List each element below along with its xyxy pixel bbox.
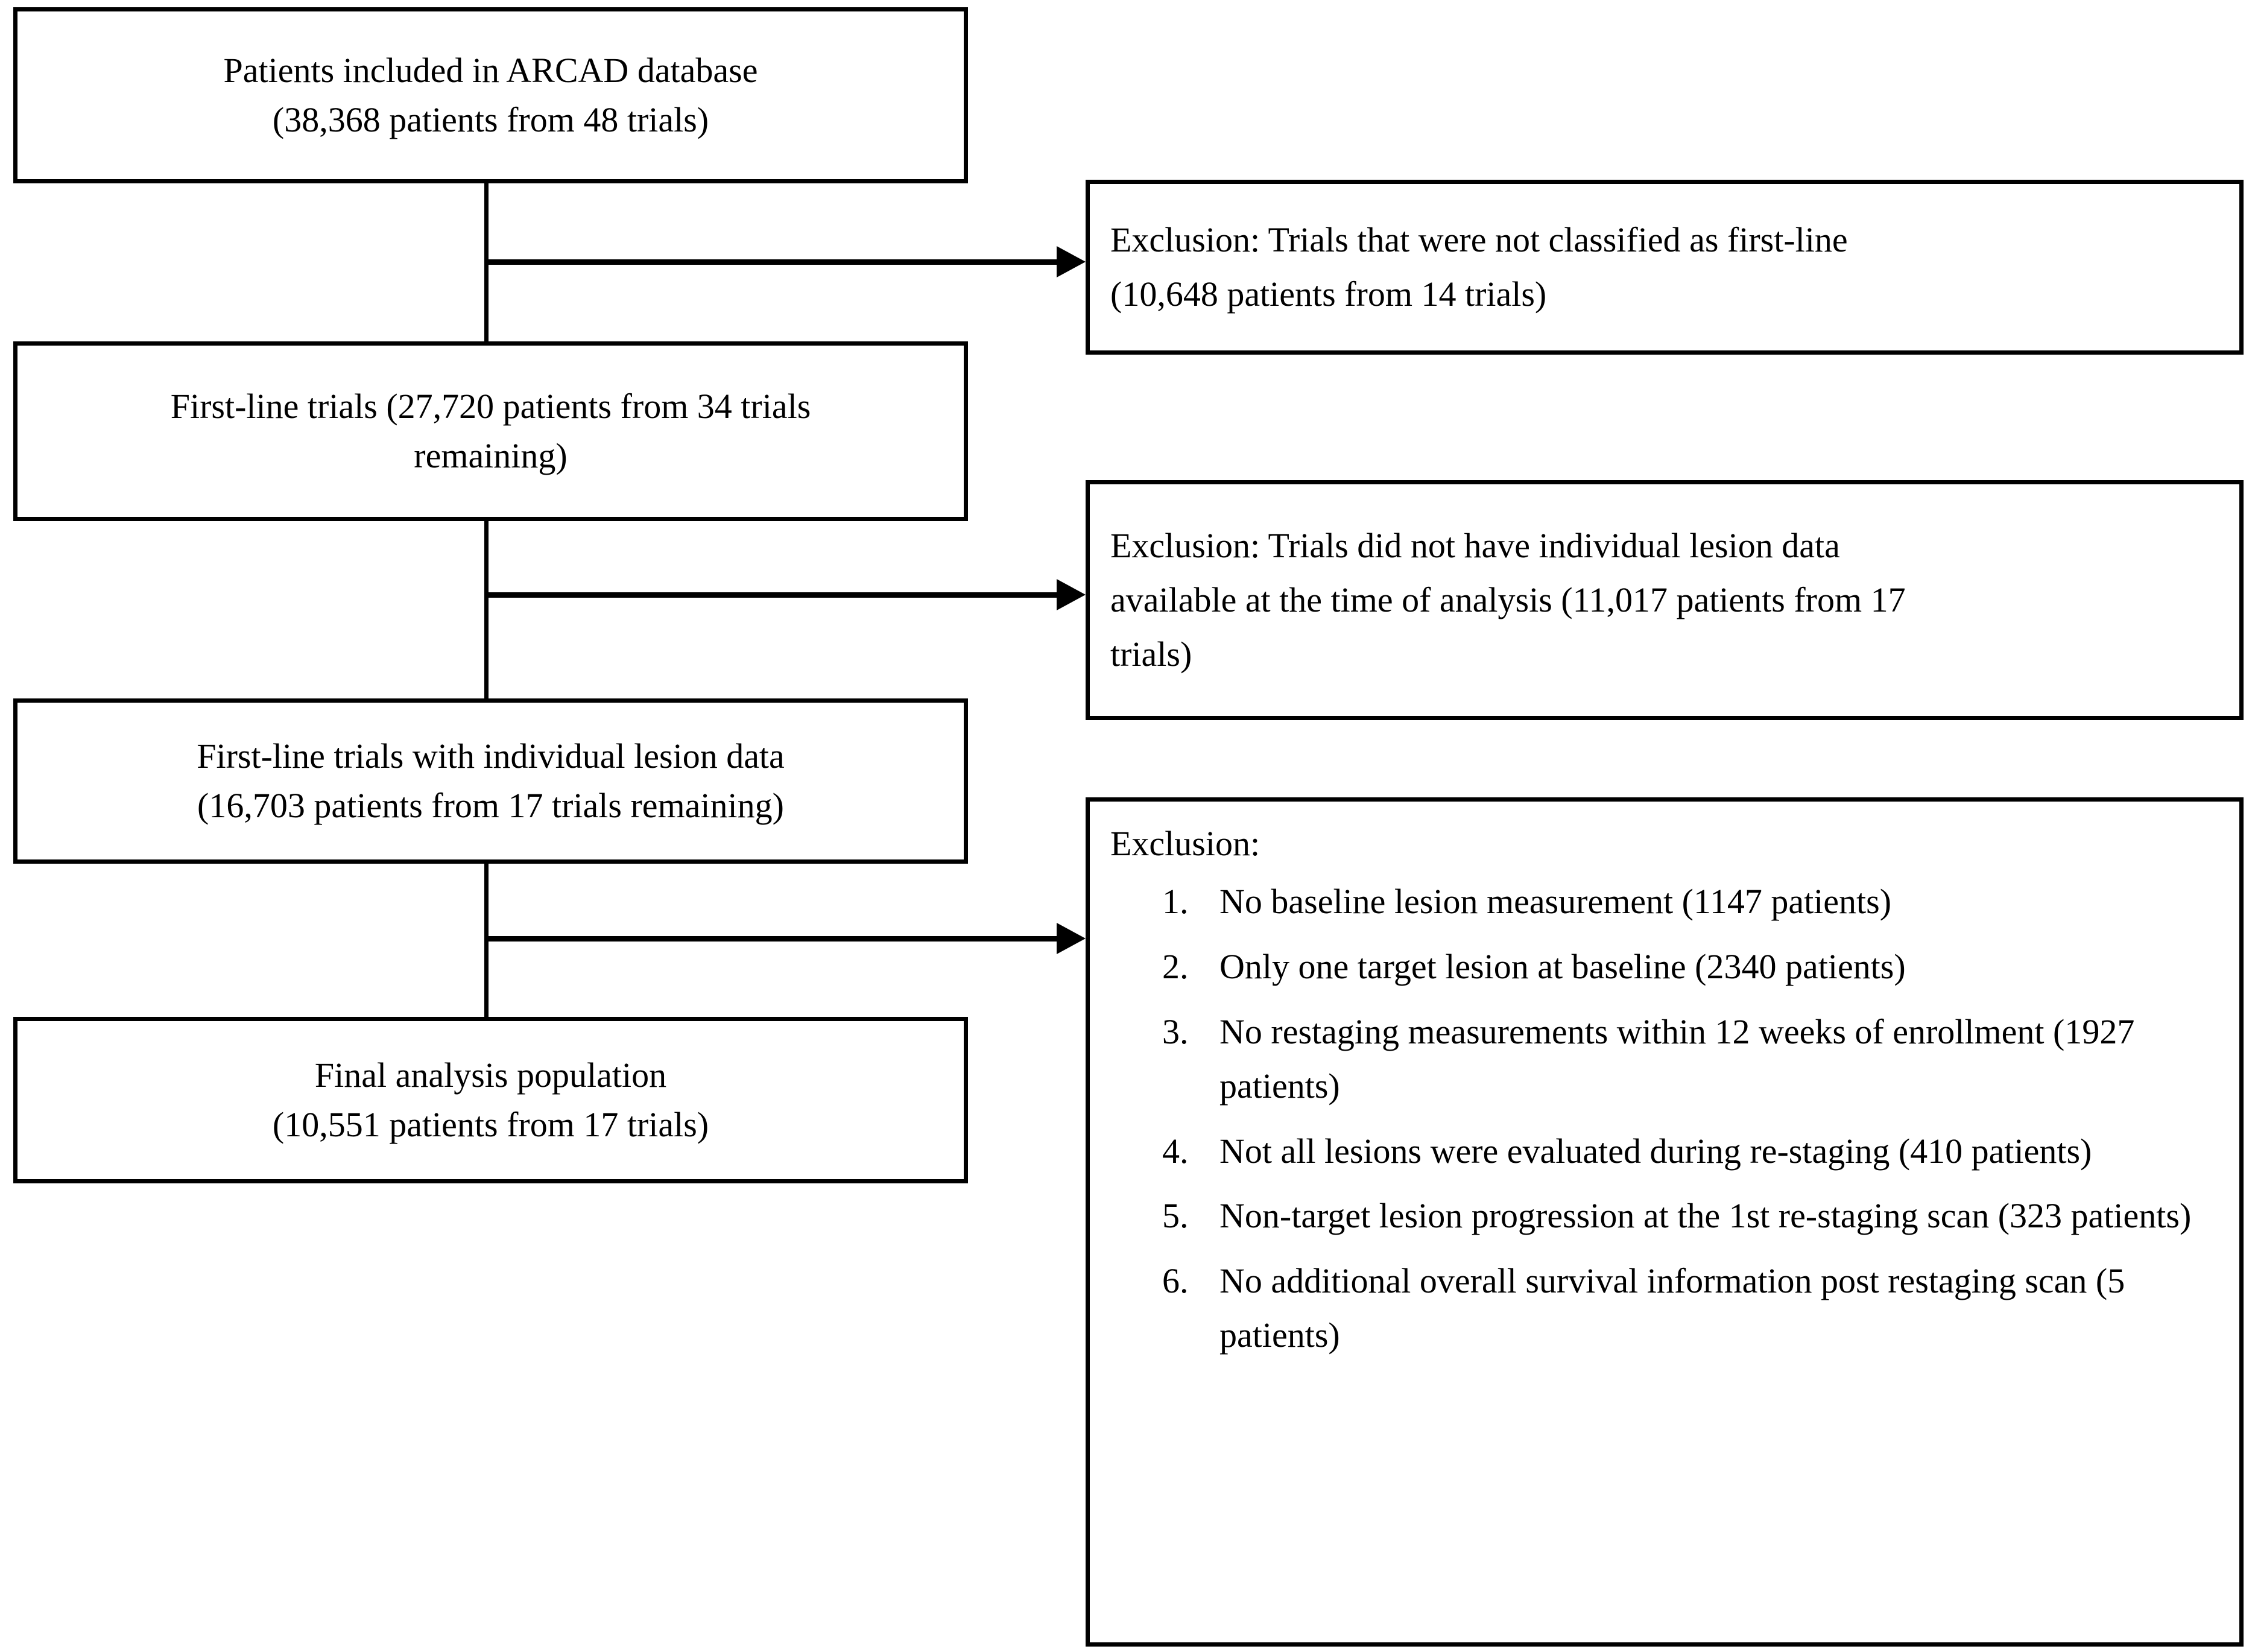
exclusion-reason-item: 3. No restaging measurements within 12 we… (1090, 1005, 2239, 1124)
node-source-population: Patients included in ARCAD database (38,… (13, 7, 968, 183)
exclusion-reason-text: No additional overall survival informati… (1219, 1261, 2125, 1355)
connector-trunk-2 (484, 521, 489, 698)
exclusion-reason-text: No restaging measurements within 12 week… (1219, 1011, 2135, 1106)
exclusion-reason-number: 5. (1162, 1196, 1189, 1236)
arrow-head-2 (1057, 579, 1086, 610)
exclusion-reason-number: 2. (1162, 946, 1189, 986)
node-lesion-line-2: (16,703 patients from 17 trials remainin… (197, 786, 784, 825)
exclusion-not-first-line-box: Exclusion: Trials that were not classifi… (1086, 180, 2244, 355)
connector-branch-1 (484, 259, 1058, 265)
exclusion-reason-item: 4. Not all lesions were evaluated during … (1090, 1124, 2239, 1189)
exclusion-reason-text: No baseline lesion measurement (1147 pat… (1219, 882, 1892, 921)
arrow-head-1 (1057, 246, 1086, 277)
exclusion-reason-list: 1. No baseline lesion measurement (1147 p… (1090, 875, 2239, 1373)
exclusion-reason-item: 6. No additional overall survival informa… (1090, 1254, 2239, 1373)
connector-branch-3 (484, 936, 1058, 942)
exclusion-no-lesion-data-line-2: available at the time of analysis (11,01… (1110, 580, 1906, 620)
node-lesion-line-1: First-line trials with individual lesion… (197, 736, 785, 776)
arrow-head-3 (1057, 923, 1086, 954)
exclusion-reason-item: 5. Non-target lesion progression at the 1… (1090, 1189, 2239, 1254)
exclusion-final-list-box: Exclusion: 1. No baseline lesion measurem… (1086, 797, 2244, 1647)
exclusion-final-heading: Exclusion: (1110, 824, 1260, 863)
exclusion-no-lesion-data-line-3: trials) (1110, 634, 1192, 674)
connector-branch-2 (484, 592, 1058, 598)
node-final-analysis-population: Final analysis population (10,551 patien… (13, 1017, 968, 1183)
exclusion-no-lesion-data-box: Exclusion: Trials did not have individua… (1086, 480, 2244, 720)
exclusion-reason-number: 1. (1162, 882, 1189, 921)
node-first-line-trials: First-line trials (27,720 patients from … (13, 341, 968, 521)
exclusion-not-first-line-line-1: Exclusion: Trials that were not classifi… (1110, 220, 1848, 260)
node-final-line-1: Final analysis population (314, 1055, 667, 1095)
exclusion-reason-number: 3. (1162, 1011, 1189, 1051)
exclusion-reason-number: 6. (1162, 1261, 1189, 1301)
node-first-line-trials-line-1: First-line trials (27,720 patients from … (170, 386, 811, 426)
node-final-line-2: (10,551 patients from 17 trials) (272, 1105, 709, 1144)
exclusion-no-lesion-data-line-1: Exclusion: Trials did not have individua… (1110, 526, 1840, 566)
exclusion-reason-item: 2. Only one target lesion at baseline (23… (1090, 940, 2239, 1005)
node-first-line-with-lesion-data: First-line trials with individual lesion… (13, 698, 968, 864)
node-source-line-2: (38,368 patients from 48 trials) (272, 100, 709, 139)
exclusion-reason-number: 4. (1162, 1131, 1189, 1171)
exclusion-reason-item: 1. No baseline lesion measurement (1147 p… (1090, 875, 2239, 940)
node-first-line-trials-line-2: remaining) (414, 436, 568, 475)
exclusion-not-first-line-line-2: (10,648 patients from 14 trials) (1110, 274, 1547, 314)
exclusion-reason-text: Non-target lesion progression at the 1st… (1219, 1196, 2192, 1236)
exclusion-reason-text: Only one target lesion at baseline (2340… (1219, 946, 1906, 986)
exclusion-reason-text: Not all lesions were evaluated during re… (1219, 1131, 2092, 1171)
node-source-line-1: Patients included in ARCAD database (223, 50, 758, 90)
